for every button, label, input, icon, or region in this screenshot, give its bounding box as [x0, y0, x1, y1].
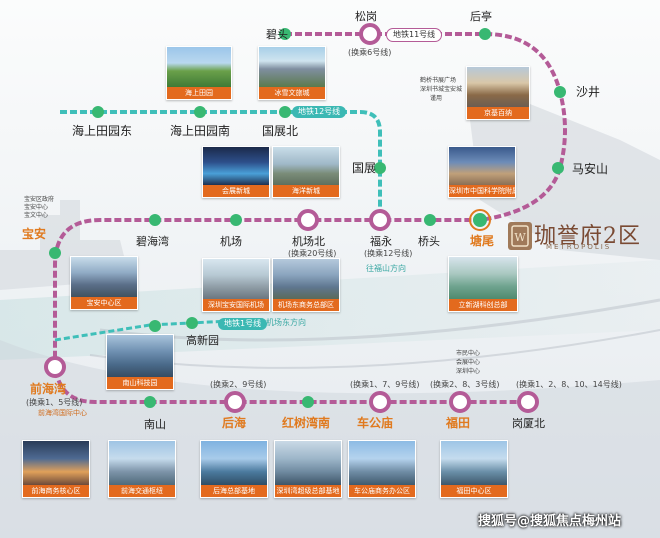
photo-futian-cbd: 福田中心区: [440, 440, 508, 498]
station-shajing[interactable]: 沙井: [576, 85, 601, 99]
transfer-futian: (换乘2、8、3号线): [430, 380, 500, 389]
station-hongshuwannan[interactable]: 红树湾南: [282, 416, 331, 430]
interchange-rings: [44, 23, 539, 413]
station-futian[interactable]: 福田: [446, 416, 471, 430]
note-baoan-1: 宝安区政府: [24, 196, 55, 203]
transfer-fuyong: (换乘12号线): [364, 249, 413, 258]
station-qiaotou[interactable]: 桥头: [418, 235, 440, 248]
photo-hightech-park: 南山科技园: [106, 334, 174, 390]
note-houting-3: 谨用: [430, 95, 443, 102]
photo-jingxing: 京基百纳: [466, 66, 530, 120]
station-songgang[interactable]: 松岗: [355, 10, 377, 23]
photo-shenzhen-bay: 深圳湾超级总部基地: [274, 440, 342, 498]
note-qianhaiwan: 前海湾国际中心: [38, 409, 87, 417]
photo-qianhai-cbd: 前海商务核心区: [22, 440, 90, 498]
note-futian-2: 会展中心: [456, 359, 481, 366]
photo-qianhai-hub: 前海交通枢纽: [108, 440, 176, 498]
line1-direction: 往机场东方向: [258, 318, 306, 327]
station-houting[interactable]: 后亭: [470, 10, 492, 23]
photo-ice-snow: 冰雪文旅城: [258, 46, 326, 100]
station-tangwei[interactable]: 塘尾: [470, 234, 495, 248]
svg-text:W: W: [514, 231, 526, 244]
station-maanshan[interactable]: 马安山: [572, 162, 609, 176]
station-jichangbei[interactable]: 机场北: [292, 235, 325, 248]
station-baoan[interactable]: 宝安: [22, 227, 47, 241]
station-chegongmiao[interactable]: 车公庙: [357, 416, 394, 430]
tag-line-11: 地铁11号线: [386, 28, 443, 42]
photo-conv-center: 会展新城: [202, 146, 270, 198]
station-haishang-south[interactable]: 海上田园南: [170, 124, 231, 138]
tag-line-12: 地铁12号线: [292, 106, 347, 118]
note-futian-3: 深圳中心: [456, 368, 481, 375]
station-qianhaiwan[interactable]: 前海湾: [30, 382, 67, 396]
note-baoan-3: 宝文中心: [24, 212, 49, 219]
station-jichang[interactable]: 机场: [220, 235, 242, 248]
photo-haishang-park: 海上田园: [166, 46, 232, 100]
photo-ocean-city: 海洋新城: [272, 146, 340, 198]
brand-sub: METROPOLIS: [546, 243, 612, 251]
tag-line-1: 地铁1号线: [218, 318, 268, 330]
photo-lixin-lake: 立新湖科创总部: [448, 256, 518, 312]
brand-name: 珈誉府2区: [534, 224, 641, 249]
line-12-route: [60, 110, 382, 220]
photo-houhai-hq: 后海总部基地: [200, 440, 268, 498]
station-nanshan[interactable]: 南山: [144, 418, 166, 431]
transfer-chegongmiao: (换乘1、7、9号线): [350, 380, 420, 389]
transfer-qianhaiwan: (换乘1、5号线): [26, 398, 83, 407]
note-houting-1: 鹤桥书展广场: [420, 77, 457, 84]
station-houhai[interactable]: 后海: [222, 416, 247, 430]
transfer-houhai: (换乘2、9号线): [210, 380, 267, 389]
station-gaoxinyuan[interactable]: 高新园: [186, 334, 219, 347]
photo-chegongmiao-biz: 车公庙商务办公区: [348, 440, 416, 498]
station-gangxiabei[interactable]: 岗厦北: [512, 417, 545, 430]
station-bitou[interactable]: 碧头: [266, 28, 288, 41]
note-houting-2: 深圳书城宝安城: [420, 86, 463, 93]
fuyong-direction: 往福山方向: [366, 264, 406, 273]
brand-logo-icon: W: [508, 222, 532, 250]
station-markers: [49, 28, 566, 408]
station-fuyong[interactable]: 福永: [370, 235, 392, 248]
station-bihaiwan[interactable]: 碧海湾: [136, 235, 169, 248]
station-guozhan[interactable]: 国展: [352, 161, 377, 175]
photo-airport: 深圳宝安国际机场: [202, 258, 270, 312]
photo-baoan-center: 宝安中心区: [70, 256, 138, 310]
transfer-jichangbei: (换乘20号线): [288, 249, 337, 258]
transfer-gangxiabei: (换乘1、2、8、10、14号线): [516, 380, 622, 389]
note-baoan-2: 宝安中心: [24, 204, 49, 211]
station-guozhanbei[interactable]: 国展北: [262, 124, 299, 138]
photo-tangwei-school: 深圳市中国科学院附属学校: [448, 146, 516, 198]
station-haishang-east[interactable]: 海上田园东: [72, 124, 133, 138]
photo-airport-biz: 机场东商务总部区: [272, 258, 340, 312]
watermark: 搜狐号@搜狐焦点梅州站: [478, 514, 622, 529]
transfer-songgang: (换乘6号线): [348, 48, 392, 57]
line-1-route: [54, 318, 251, 342]
note-futian-1: 市民中心: [456, 350, 481, 357]
